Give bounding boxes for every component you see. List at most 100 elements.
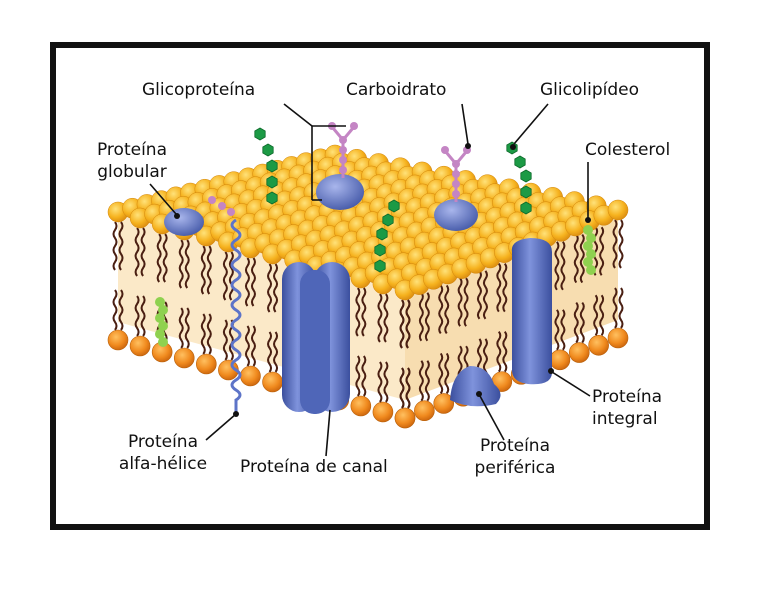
cholesterol-unit xyxy=(158,337,168,347)
label-colesterol: Colesterol xyxy=(585,140,671,160)
cholesterol xyxy=(583,225,596,275)
lipid-tail xyxy=(438,284,444,335)
lipid-tail xyxy=(573,301,579,344)
globular-protein xyxy=(164,208,204,236)
lipid-tail xyxy=(573,233,579,284)
label-leader-lines xyxy=(149,103,591,457)
cholesterol-unit xyxy=(583,241,593,251)
lipid-tail xyxy=(244,325,250,367)
label-proteina-alfa-line2: alfa-hélice xyxy=(118,454,208,474)
lipid-tail xyxy=(118,221,124,271)
lipid-tail xyxy=(206,313,212,355)
lipid-tail xyxy=(206,245,212,295)
lipid-tail xyxy=(496,331,502,373)
lipid-head xyxy=(568,342,590,363)
lipid-tail xyxy=(355,355,361,397)
lipid-tail xyxy=(476,270,482,320)
lipid-tail xyxy=(593,226,599,276)
sugar-hexagon xyxy=(388,199,400,213)
front-right-face xyxy=(405,210,618,400)
label-glicolipideo: Glicolipídeo xyxy=(540,80,639,100)
lipid-tail xyxy=(200,313,206,355)
sugar-branch xyxy=(444,151,458,165)
sugar-unit xyxy=(208,196,216,204)
lipid-tail xyxy=(496,263,502,313)
cholesterol-unit xyxy=(155,313,165,323)
glycolipid-chain xyxy=(374,199,400,273)
carbohydrate-protein-body xyxy=(434,199,478,231)
sugar-unit xyxy=(218,202,226,210)
leader-dot xyxy=(465,143,471,149)
lipid-tail xyxy=(502,331,508,373)
label-proteina-integral-line1: Proteína xyxy=(592,387,663,407)
label-proteina-globular-line2: globular xyxy=(97,162,167,182)
leader-proteina-alfa xyxy=(205,413,237,441)
lipid-tail xyxy=(273,331,279,373)
lipid-tail xyxy=(140,227,146,277)
lipid-tail xyxy=(502,263,508,313)
sugar-branch xyxy=(331,127,345,141)
lipid-tail xyxy=(162,233,168,283)
sugar-unit xyxy=(452,190,460,198)
cholesterol-unit xyxy=(158,305,168,315)
lipid-head xyxy=(607,199,629,221)
lipid-tail xyxy=(560,309,566,351)
lipid-tail xyxy=(118,289,124,331)
leader-glicolipideo xyxy=(513,103,549,145)
leader-carboidrato xyxy=(461,103,469,145)
lipid-tail xyxy=(438,352,444,395)
carbohydrate-chain xyxy=(441,146,471,202)
lipid-tail xyxy=(112,221,118,271)
lipid-tail xyxy=(424,360,430,402)
lipid-tail xyxy=(560,241,566,291)
glycoprotein-body xyxy=(316,174,364,210)
sugar-branch xyxy=(341,127,355,141)
lipid-head xyxy=(607,327,629,349)
lipid-tail xyxy=(399,299,405,349)
lipid-tail xyxy=(444,284,450,335)
lipid-tail xyxy=(579,301,585,344)
lipid-head xyxy=(129,335,151,357)
sugar-branch xyxy=(454,151,468,165)
lipid-tail xyxy=(178,307,184,349)
integral-protein-body xyxy=(511,238,552,385)
cholesterol xyxy=(155,297,168,347)
alpha-helix-protein xyxy=(230,218,242,412)
leader-glicoproteina xyxy=(283,103,313,127)
lipid-tail xyxy=(112,289,118,331)
sugar-unit xyxy=(227,208,235,216)
sugar-hexagon xyxy=(254,127,266,141)
integral-protein xyxy=(511,238,552,385)
lipid-tail xyxy=(444,352,450,395)
sugar-hexagon xyxy=(382,213,394,227)
lipid-tail xyxy=(267,331,273,373)
sugar-unit xyxy=(452,180,460,188)
lipid-tail xyxy=(140,295,146,337)
sugar-hexagon xyxy=(374,243,386,257)
lipid-tail xyxy=(228,251,234,301)
sugar-unit xyxy=(441,146,449,154)
label-proteina-periferica-line2: periférica xyxy=(474,458,556,478)
lipid-tail xyxy=(599,226,605,276)
cholesterol-unit xyxy=(586,265,596,275)
lipid-head xyxy=(394,407,416,429)
alpha-helix xyxy=(230,218,242,412)
lipid-tail xyxy=(457,277,463,327)
leader-proteina-globular xyxy=(149,183,177,215)
label-glicoproteina: Glicoproteína xyxy=(142,80,256,100)
lipid-tail xyxy=(178,239,184,289)
leader-proteina-periferica xyxy=(479,395,505,441)
lipid-tail xyxy=(184,307,190,349)
sugar-hexagon xyxy=(376,227,388,241)
lipid-tail xyxy=(134,227,140,277)
lipid-head xyxy=(588,334,609,356)
lipid-head xyxy=(262,371,283,393)
lipid-tail xyxy=(250,325,256,367)
lipid-tail xyxy=(361,287,367,337)
leader-dot xyxy=(174,213,180,219)
cholesterol-unit xyxy=(155,297,165,307)
label-proteina-integral-line2: integral xyxy=(592,409,658,429)
lipid-tail xyxy=(618,219,624,269)
lipid-head xyxy=(173,347,195,369)
